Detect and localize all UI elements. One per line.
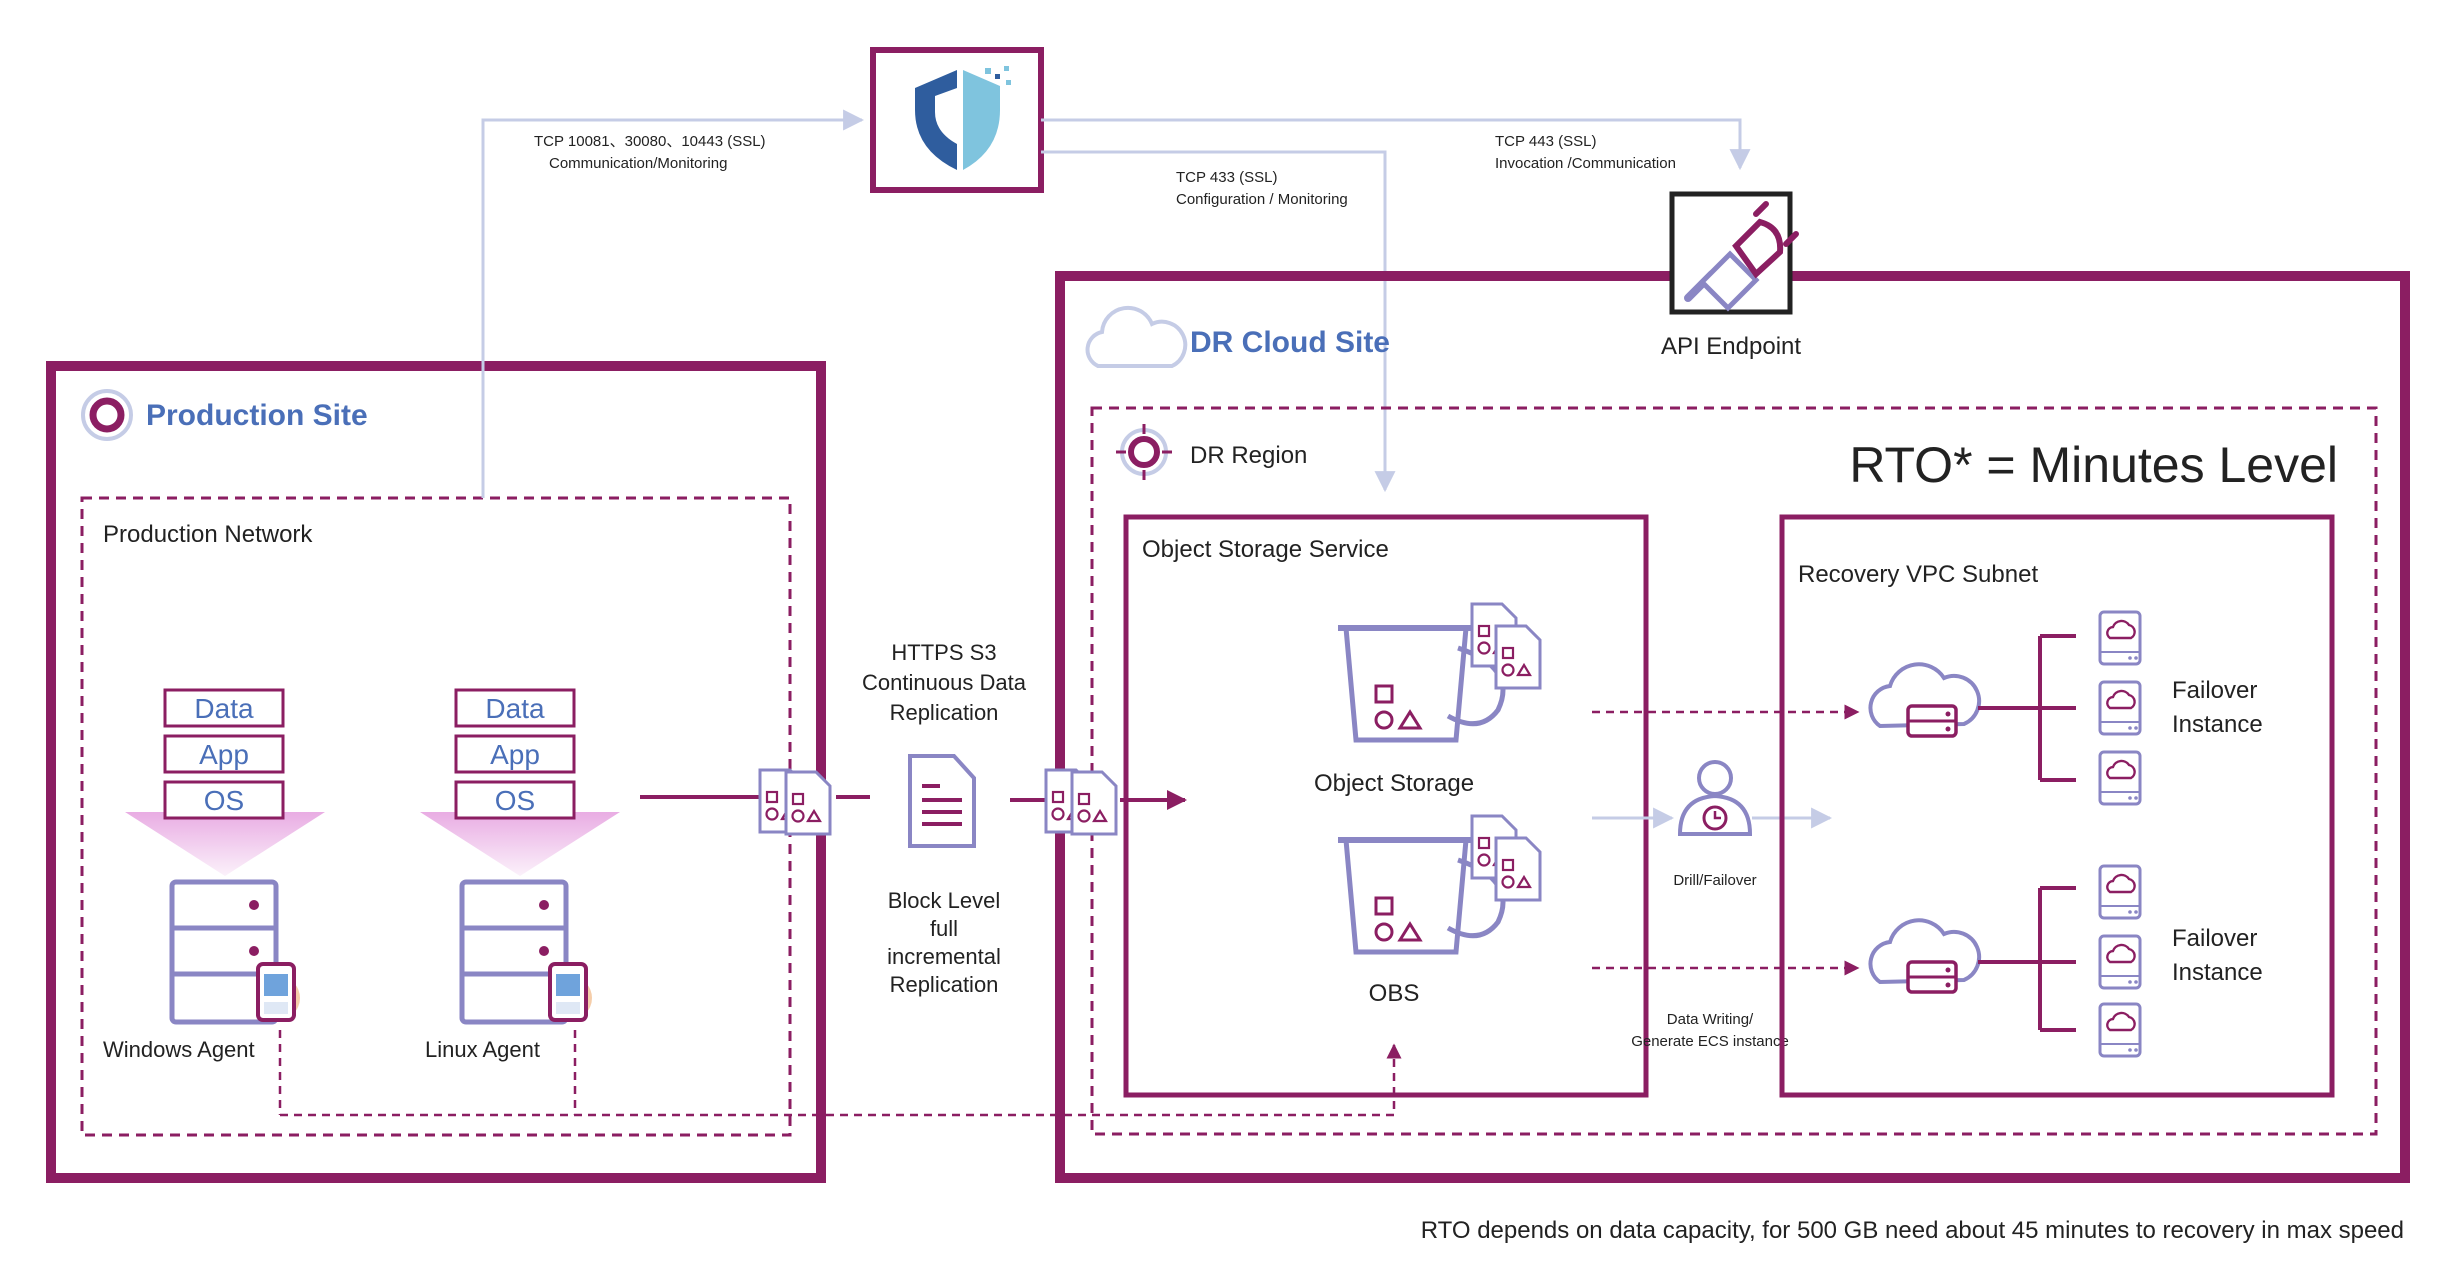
cloud-server-icon [1868, 662, 1982, 738]
stack-glow [125, 812, 325, 876]
tcp-api-label-line1: TCP 443 (SSL) [1495, 133, 1596, 150]
object-storage-label: Object Storage [1314, 770, 1474, 797]
tcp-agent-label-line2: Communication/Monitoring [549, 155, 727, 172]
rto-heading: RTO* = Minutes Level [1849, 437, 2338, 493]
agent-to-security-arrow [481, 109, 865, 498]
stack-data-box [454, 688, 576, 728]
production-network-label: Production Network [103, 521, 313, 548]
instance-icon [2098, 750, 2142, 806]
api-endpoint-label: API Endpoint [1661, 333, 1801, 360]
rto-footnote: RTO depends on data capacity, for 500 GB… [1421, 1217, 2404, 1244]
document-icon [908, 754, 976, 848]
stack-os-box [454, 780, 576, 820]
instance-icon [2098, 864, 2142, 920]
replication-bottom-line4: Replication [890, 972, 999, 997]
region-target-icon [1116, 424, 1172, 480]
stack-app-label: App [490, 739, 540, 770]
fanout-top [1978, 634, 2076, 782]
object-storage-service-label: Object Storage Service [1142, 536, 1389, 563]
plug-icon [1684, 201, 1799, 312]
user-clock-icon [1677, 760, 1753, 836]
dr-region-label: DR Region [1190, 442, 1307, 469]
drill-failover-label: Drill/Failover [1673, 872, 1756, 889]
replication-bottom-line1: Block Level [888, 888, 1001, 913]
tcp-agent-label-line1: TCP 10081、30080、10443 (SSL) [534, 133, 766, 150]
security-to-api-arrow [1041, 118, 1751, 171]
stack-data-label: Data [194, 693, 254, 724]
object-doc-icon [1494, 624, 1542, 690]
linux-stack: Data App OS [420, 688, 620, 876]
replication-bottom-line2: full [930, 916, 958, 941]
replication-doc-icon [784, 770, 832, 836]
tcp-obs-label-line1: TCP 433 (SSL) [1176, 169, 1277, 186]
dr-cloud-site-title: DR Cloud Site [1190, 326, 1390, 359]
tcp-obs-label-line2: Configuration / Monitoring [1176, 191, 1348, 208]
recovery-vpc-subnet-label: Recovery VPC Subnet [1798, 561, 2038, 588]
failover-instance-bottom-line2: Instance [2172, 959, 2263, 986]
windows-agent-label: Windows Agent [103, 1037, 255, 1062]
failover-instance-top-line1: Failover [2172, 677, 2257, 704]
instance-icon [2098, 1002, 2142, 1058]
object-storage-service-box [1123, 514, 1649, 1098]
cloud-icon [1085, 305, 1188, 368]
windows-agent-badge-icon [254, 962, 302, 1022]
replication-top-line1: HTTPS S3 [891, 640, 996, 665]
stack-data-label: Data [485, 693, 545, 724]
replication-doc-icon [1070, 770, 1118, 836]
security-to-obs-arrow [1041, 150, 1396, 493]
stack-os-label: OS [495, 785, 535, 816]
recovery-vpc-subnet-box [1779, 514, 2335, 1098]
replication-bottom-line3: incremental [887, 944, 1001, 969]
fanout-bottom [1978, 886, 2076, 1032]
failover-instance-top-line2: Instance [2172, 711, 2263, 738]
stack-app-label: App [199, 739, 249, 770]
data-writing-line1: Data Writing/ [1667, 1011, 1754, 1028]
linux-agent-label: Linux Agent [425, 1037, 540, 1062]
data-writing-line2: Generate ECS instance [1631, 1033, 1789, 1050]
obs-label: OBS [1369, 980, 1420, 1007]
shield-icon [915, 66, 1011, 170]
instance-icon [2098, 934, 2142, 990]
cloud-server-icon [1868, 918, 1982, 994]
failover-instance-bottom-line1: Failover [2172, 925, 2257, 952]
instance-icon [2098, 610, 2142, 666]
tcp-api-label-line2: Invocation /Communication [1495, 155, 1676, 172]
replication-top-line3: Replication [890, 700, 999, 725]
stack-app-box [454, 734, 576, 774]
stack-os-label: OS [204, 785, 244, 816]
production-site-icon [81, 389, 133, 441]
stack-glow [420, 812, 620, 876]
stack-os-box [163, 780, 285, 820]
linux-agent-badge-icon [546, 962, 594, 1022]
stack-app-box [163, 734, 285, 774]
obs-doc-icon [1494, 836, 1542, 902]
agent-to-obs-dashed-path [278, 1030, 1394, 1117]
stack-data-box [163, 688, 285, 728]
production-site-frame [46, 361, 826, 1183]
windows-stack: Data App OS [125, 688, 325, 876]
production-site-title: Production Site [146, 399, 368, 432]
replication-top-line2: Continuous Data [862, 670, 1027, 695]
instance-icon [2098, 680, 2142, 736]
